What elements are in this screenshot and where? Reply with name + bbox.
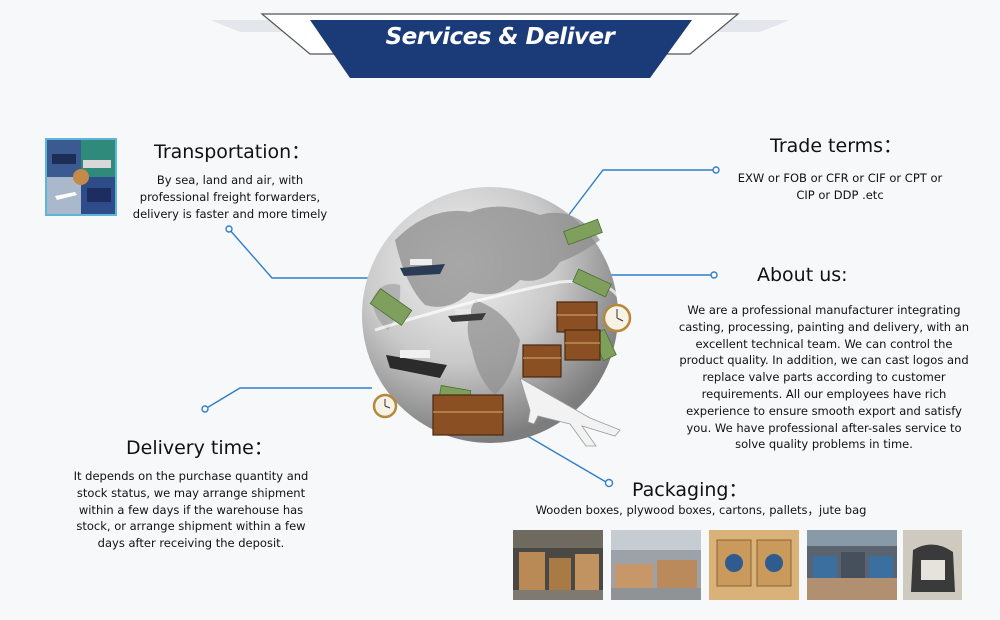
transportation-title: Transportation：	[154, 141, 311, 163]
packed-valves-photo	[709, 530, 799, 600]
packaging-title: Packaging：	[632, 479, 748, 501]
packaging-text: Wooden boxes, plywood boxes, cartons, pa…	[535, 503, 867, 517]
jute-bag-photo	[903, 530, 962, 600]
warehouse-crates-photo	[513, 530, 603, 600]
transport-dot	[225, 225, 233, 233]
transportation-text: By sea, land and air, with professional …	[132, 173, 328, 221]
page-title: Services & Deliver	[385, 24, 615, 50]
trade-terms-dot	[712, 166, 720, 174]
trade-terms-text: EXW or FOB or CFR or CIF or CPT or CIP o…	[737, 171, 943, 202]
wooden-crates-photo	[611, 530, 701, 600]
banner: Services & Deliver	[0, 0, 1000, 90]
about-us-title: About us:	[757, 264, 848, 286]
trade-terms-connector	[567, 169, 716, 217]
transport-collage-image	[45, 138, 117, 216]
about-us-text: We are a professional manufacturer integ…	[678, 303, 970, 452]
transport-connector	[228, 228, 420, 279]
packaging-connector	[499, 419, 607, 483]
delivery-dot	[201, 405, 209, 413]
banner-shape	[210, 13, 790, 78]
delivery-connector	[204, 387, 372, 410]
trade-terms-title: Trade terms：	[770, 135, 903, 157]
delivery-time-text: It depends on the purchase quantity and …	[73, 469, 309, 551]
packaging-dot	[604, 478, 614, 488]
delivery-time-title: Delivery time：	[126, 437, 273, 459]
pallets-photo	[807, 530, 897, 600]
about-us-dot	[710, 271, 718, 279]
